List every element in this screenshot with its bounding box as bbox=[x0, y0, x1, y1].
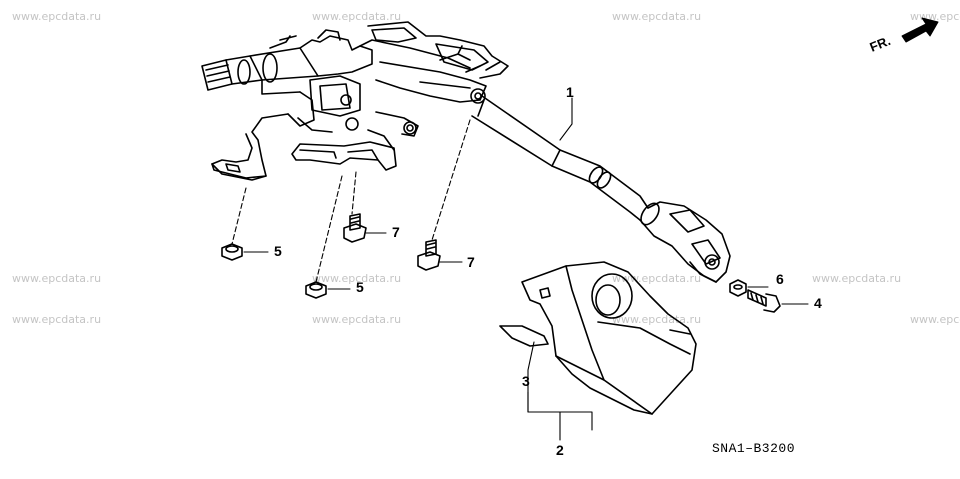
callout-6: 6 bbox=[776, 271, 784, 287]
watermark: www.epcdata.ru bbox=[12, 10, 102, 23]
callout-2: 2 bbox=[556, 442, 564, 458]
callout-3: 3 bbox=[522, 373, 530, 389]
callout-1: 1 bbox=[566, 84, 574, 100]
callout-4: 4 bbox=[814, 295, 822, 311]
callout-7-lower: 7 bbox=[467, 254, 475, 270]
front-direction-arrow bbox=[901, 17, 939, 43]
column-housing bbox=[211, 21, 509, 181]
leader-lines bbox=[231, 97, 809, 441]
intermediate-shaft bbox=[471, 95, 731, 283]
callout-7-upper: 7 bbox=[392, 224, 400, 240]
callout-5-center: 5 bbox=[356, 279, 364, 295]
watermark: www.epcdata.ru bbox=[612, 272, 702, 285]
watermark: www.epcdata.ru bbox=[312, 313, 402, 326]
front-direction-label: FR. bbox=[868, 33, 893, 55]
watermark: www.epcdata.ru bbox=[12, 313, 102, 326]
diagram-code: SNA1–B3200 bbox=[712, 441, 796, 456]
column-cover bbox=[499, 261, 697, 415]
watermark: www.epcdata.ru bbox=[312, 10, 402, 23]
fasteners bbox=[221, 213, 781, 313]
watermark: www.epcdata.ru bbox=[612, 313, 702, 326]
watermark: www.epcdata.ru bbox=[612, 10, 702, 23]
callout-5-left: 5 bbox=[274, 243, 282, 259]
watermark: www.epcdata.ru bbox=[910, 10, 960, 23]
watermark: www.epcdata.ru bbox=[812, 272, 902, 285]
steering-shaft bbox=[201, 47, 319, 95]
watermark: www.epcdata.ru bbox=[12, 272, 102, 285]
watermark: www.epcdata.ru bbox=[312, 272, 402, 285]
watermark: www.epcdata.ru bbox=[910, 313, 960, 326]
